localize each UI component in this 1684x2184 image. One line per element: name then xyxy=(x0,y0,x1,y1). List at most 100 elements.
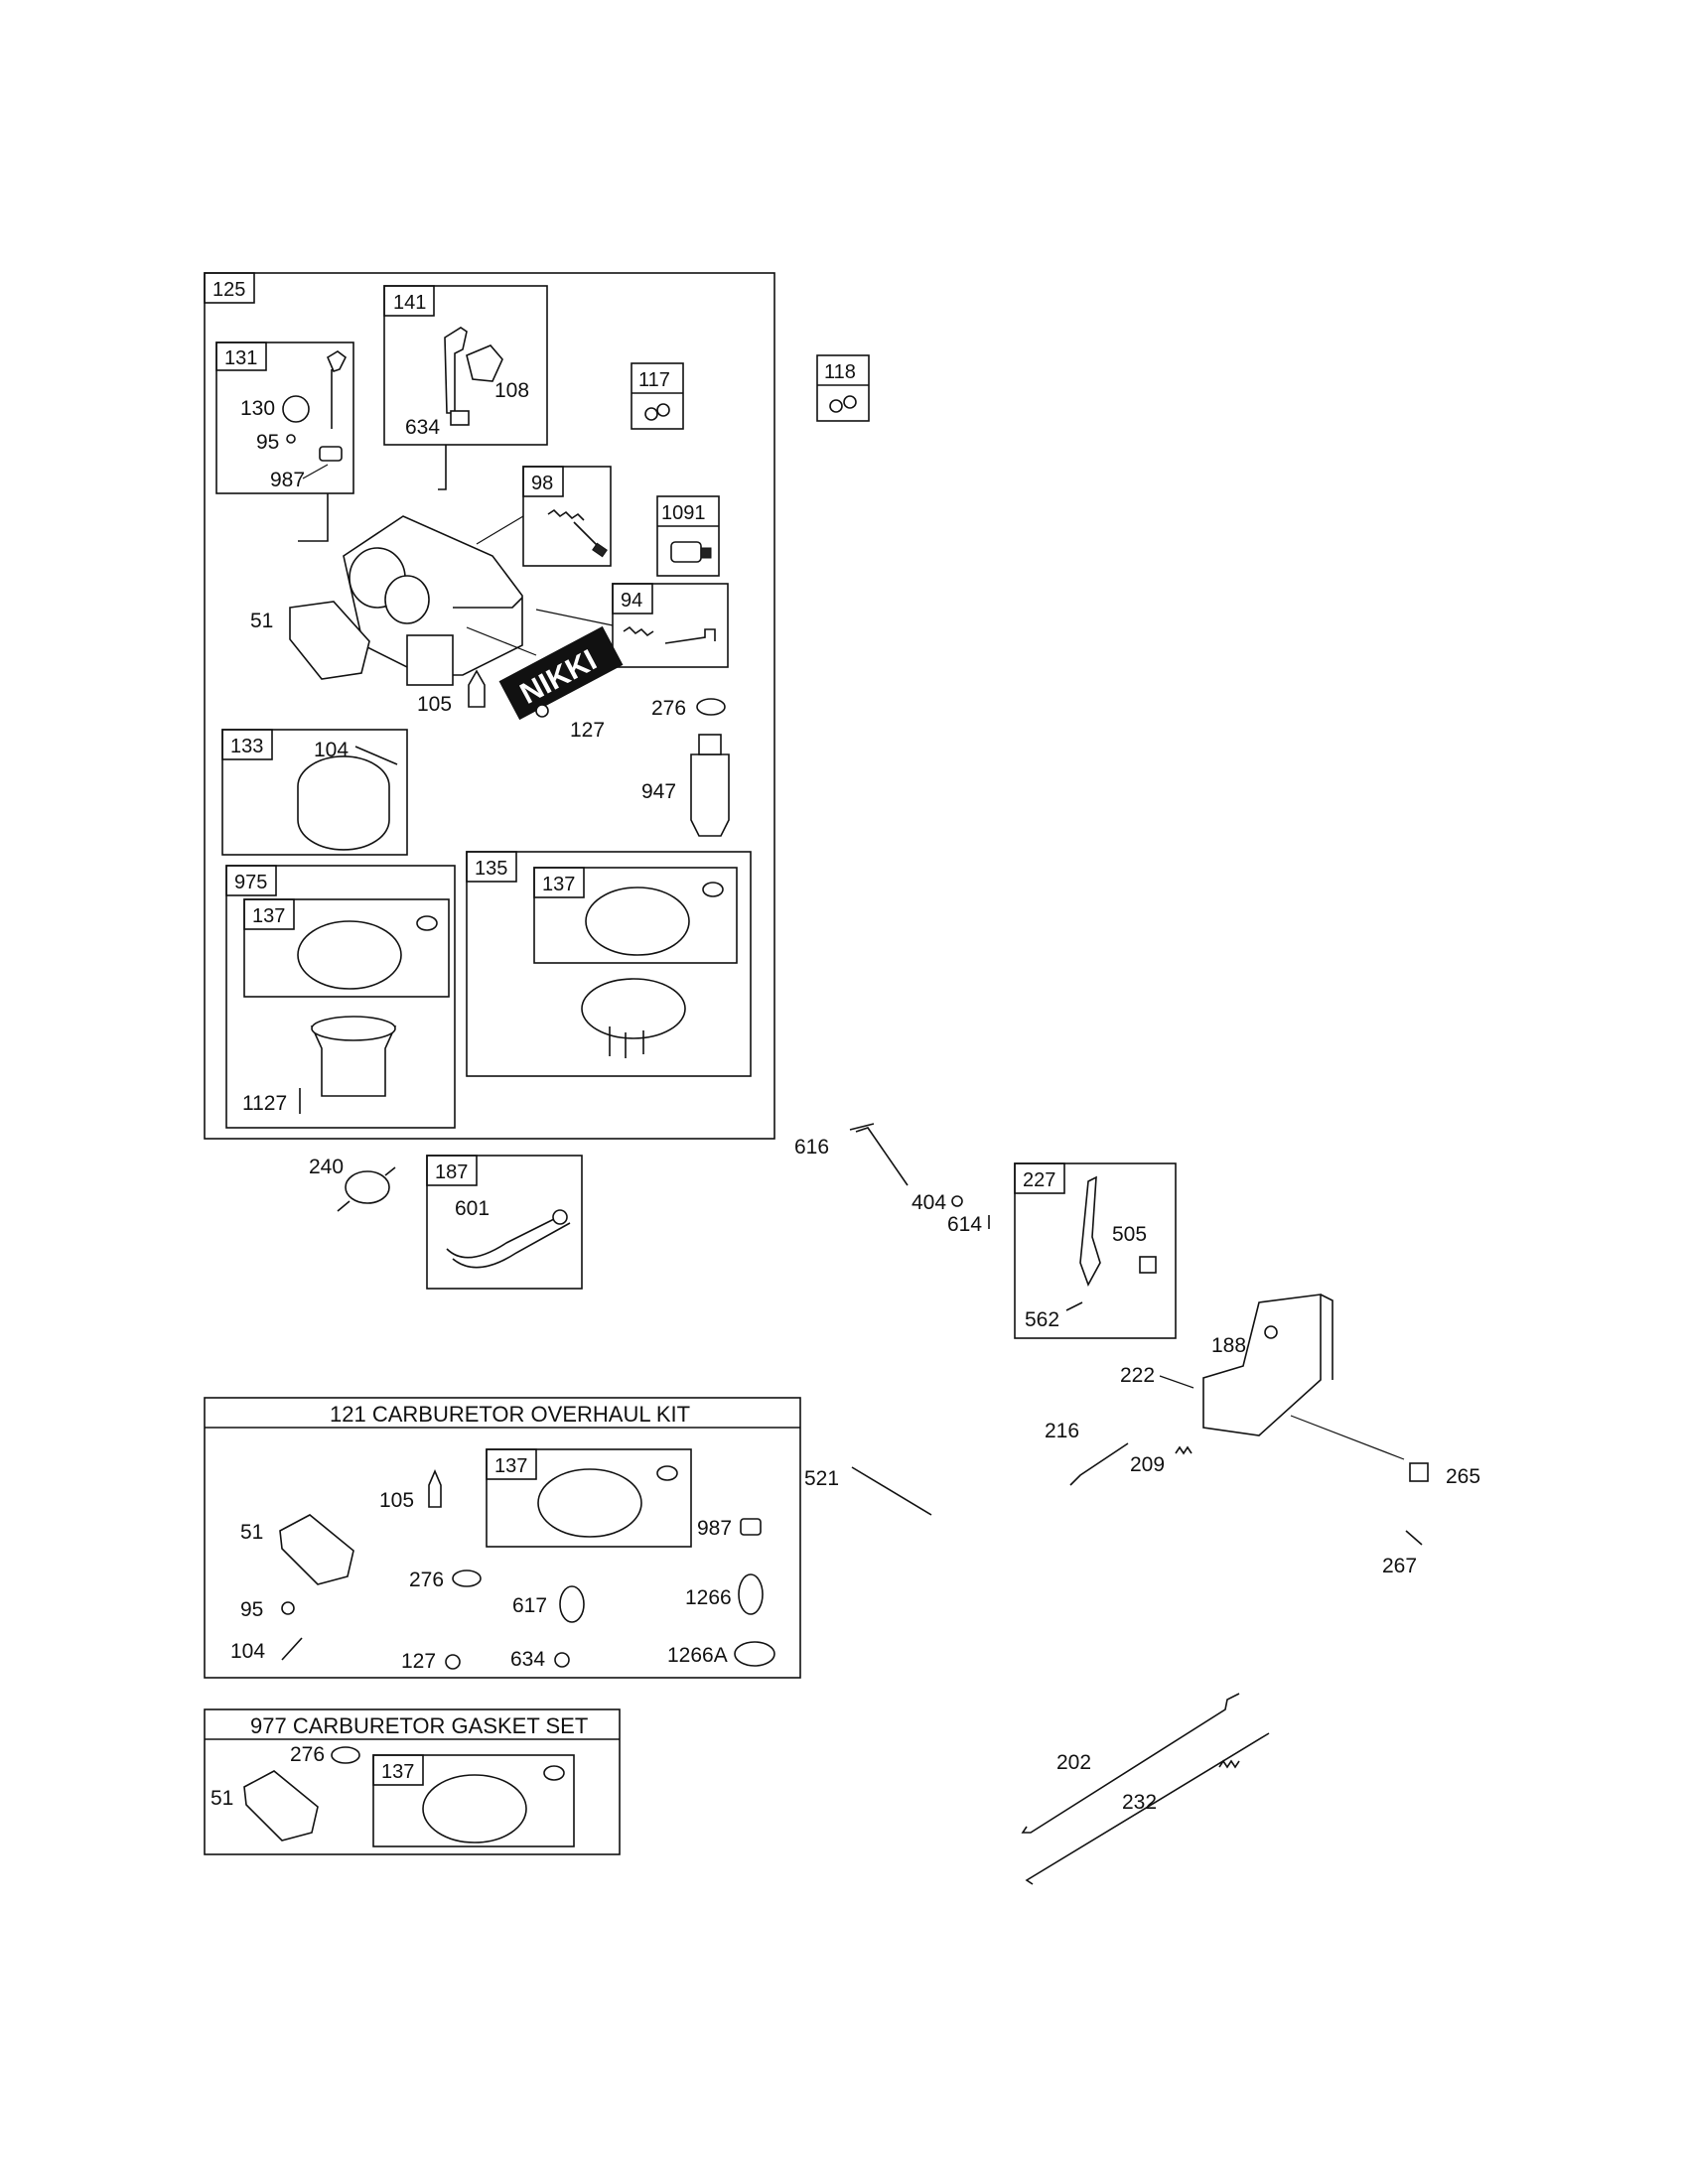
group-135-label: 135 xyxy=(475,858,507,880)
carburetor-bore xyxy=(384,575,430,624)
label-505: 505 xyxy=(1112,1223,1147,1246)
part-616-governor-shaft xyxy=(849,1123,909,1186)
label-634: 634 xyxy=(405,416,440,439)
label-95: 95 xyxy=(256,431,279,454)
label-276: 276 xyxy=(651,697,686,720)
part-130-diaphragm xyxy=(282,395,310,423)
group-227-frame xyxy=(1014,1162,1177,1339)
label-267: 267 xyxy=(1382,1555,1417,1577)
group-125-tag xyxy=(204,272,255,304)
part-634-nut xyxy=(450,410,470,426)
group-975-137-label: 137 xyxy=(252,905,285,927)
label-947: 947 xyxy=(641,780,676,803)
group-133-box: 133 104 xyxy=(221,729,408,856)
part-133-float xyxy=(297,755,390,851)
label-521: 521 xyxy=(804,1467,839,1490)
group-975-label: 975 xyxy=(234,872,267,893)
kit121-label-987: 987 xyxy=(697,1517,732,1540)
group-133-label: 133 xyxy=(230,736,263,757)
part-276-seal xyxy=(696,698,726,716)
part-562-bolt xyxy=(1065,1301,1083,1311)
part-131-choke-shaft xyxy=(326,350,348,429)
group-125-carburetor: 125 131 130 95 987 141 108 634 xyxy=(204,272,775,1140)
group-94-box: 94 xyxy=(612,583,729,668)
part-240-fuel-filter: 240 xyxy=(309,1156,396,1212)
part-118-jet-b xyxy=(843,395,857,409)
part-202-rod xyxy=(1021,1693,1240,1834)
part-987-seal xyxy=(319,446,343,462)
part-222-control-bracket xyxy=(1202,1294,1322,1436)
part-521-rod xyxy=(851,1466,932,1516)
group-1091-label: 1091 xyxy=(661,502,706,524)
carburetor-body xyxy=(298,445,614,686)
group-117-box: 117 xyxy=(631,362,684,430)
label-614: 614 xyxy=(947,1213,982,1236)
group-98-box: 98 xyxy=(522,466,612,567)
label-216: 216 xyxy=(1045,1420,1079,1442)
part-404-washer xyxy=(951,1195,963,1207)
part-267-screw xyxy=(1405,1530,1423,1546)
group-94-label: 94 xyxy=(621,590,642,612)
part-232-spring-rod xyxy=(1025,1732,1270,1885)
kit121-label-1266: 1266 xyxy=(685,1586,732,1609)
label-240: 240 xyxy=(309,1156,344,1178)
kit121-label-95: 95 xyxy=(240,1598,263,1621)
group-125-label: 125 xyxy=(212,279,245,301)
part-118-jet-a xyxy=(829,399,843,413)
part-108-gasket xyxy=(466,344,503,382)
part-95-screw xyxy=(286,434,296,444)
part-127-washer xyxy=(535,704,549,718)
group-121-overhaul-kit: 121 CARBURETOR OVERHAUL KIT 105 137 51 9… xyxy=(204,1397,801,1679)
kit121-label-104: 104 xyxy=(230,1640,265,1663)
part-265-clip xyxy=(1409,1462,1429,1482)
kit121-label-51: 51 xyxy=(240,1521,263,1544)
part-117-jet-a xyxy=(644,407,658,421)
part-187-fuel-line xyxy=(446,1212,567,1259)
group-135-137-label: 137 xyxy=(542,874,575,895)
kit121-137-label: 137 xyxy=(494,1455,527,1477)
carburetor-throttle-arm xyxy=(453,597,523,609)
group-131-box: 131 130 95 987 xyxy=(215,341,354,494)
label-222: 222 xyxy=(1120,1364,1155,1387)
kit977-137-label: 137 xyxy=(381,1761,414,1783)
part-1091-solenoid xyxy=(670,541,702,563)
kit121-label-105: 105 xyxy=(379,1489,414,1512)
part-105-jet xyxy=(468,669,486,708)
kit121-label-276: 276 xyxy=(409,1569,444,1591)
label-209: 209 xyxy=(1130,1453,1165,1476)
label-987: 987 xyxy=(270,469,305,491)
control-rods: 202 232 xyxy=(1021,1693,1270,1885)
part-98-idle-screw xyxy=(547,508,603,551)
group-117-label: 117 xyxy=(638,369,670,391)
part-216-link xyxy=(1069,1442,1129,1486)
part-947-fuel-solenoid xyxy=(690,753,730,837)
label-188: 188 xyxy=(1211,1334,1246,1357)
group-118-label: 118 xyxy=(824,361,856,383)
part-137-gasket-135 xyxy=(585,887,690,956)
group-187-box: 187 601 xyxy=(426,1155,583,1290)
label-127: 127 xyxy=(570,719,605,742)
kit121-label-1266A: 1266A xyxy=(667,1644,728,1667)
part-188-screw xyxy=(1264,1325,1278,1339)
label-265: 265 xyxy=(1446,1465,1480,1488)
group-125-frame xyxy=(204,272,775,1140)
part-227-governor-lever xyxy=(1079,1175,1101,1287)
group-118-box: 118 xyxy=(816,354,870,422)
part-505-nut xyxy=(1139,1256,1157,1274)
group-98-label: 98 xyxy=(531,473,553,494)
label-562: 562 xyxy=(1025,1308,1059,1331)
group-141-box: 141 108 634 xyxy=(383,285,548,446)
part-94-mixture-screw xyxy=(664,628,716,644)
group-977-gasket-set: 977 CARBURETOR GASKET SET 51 276 137 xyxy=(204,1708,621,1855)
group-187-label: 187 xyxy=(435,1161,468,1183)
group-131-label: 131 xyxy=(224,347,257,369)
label-404: 404 xyxy=(912,1191,946,1214)
part-137-bowl-gasket xyxy=(297,920,402,990)
overhaul-kit-title: 121 CARBURETOR OVERHAUL KIT xyxy=(330,1402,690,1427)
label-1127: 1127 xyxy=(242,1092,287,1115)
group-227-label: 227 xyxy=(1023,1169,1055,1191)
group-141-label: 141 xyxy=(393,292,426,314)
part-135-diaphragm-plate xyxy=(581,978,686,1039)
gasket-set-title: 977 CARBURETOR GASKET SET xyxy=(250,1713,588,1738)
label-105: 105 xyxy=(417,693,452,716)
